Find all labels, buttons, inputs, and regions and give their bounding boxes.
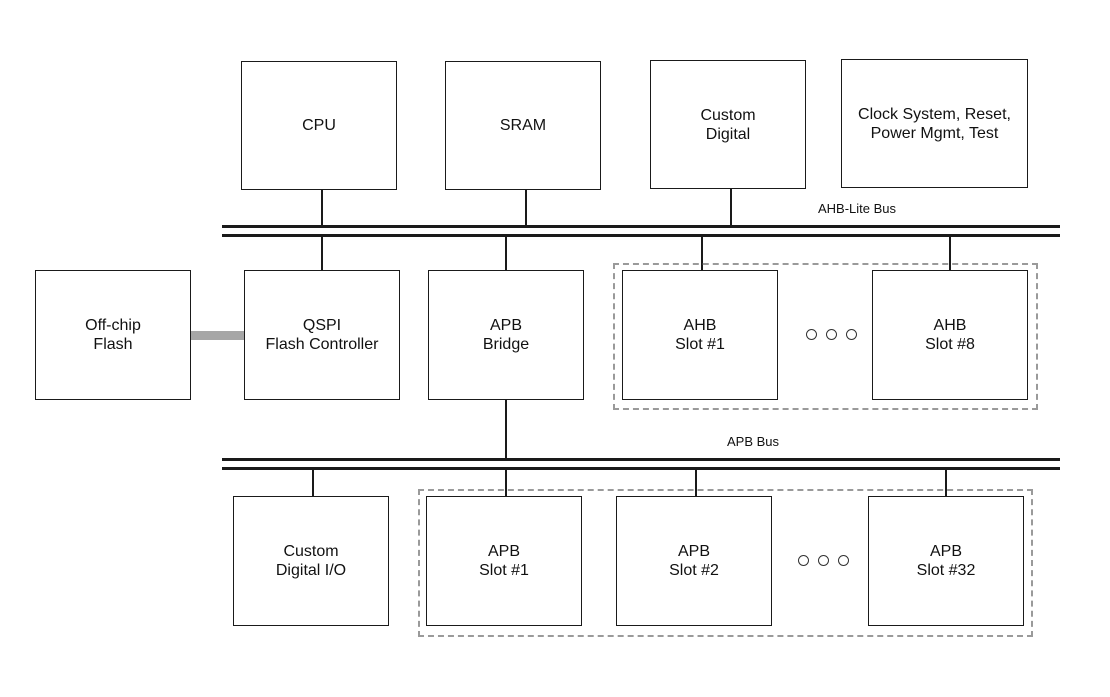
- apb-bridge-to-apb-line: [505, 400, 507, 459]
- cpu-label: CPU: [302, 117, 336, 134]
- sram-label: SRAM: [499, 117, 547, 134]
- ahb-slot-8-label: AHB Slot #8: [925, 317, 975, 353]
- apb-bus-line-upper: [222, 458, 1060, 461]
- apb-slots-ellipsis: [798, 555, 849, 566]
- cpu-block: CPU: [241, 61, 397, 190]
- apb-slot-1-label: APB Slot #1: [479, 543, 529, 579]
- custom-digital-io-label: Custom Digital I/O: [275, 543, 347, 579]
- ahb-bus-label: AHB-Lite Bus: [818, 201, 897, 216]
- qspi-label: QSPI Flash Controller: [265, 317, 379, 353]
- apb-to-custom-io-line: [312, 470, 314, 497]
- ahb-slot-8-block: AHB Slot #8: [872, 270, 1028, 400]
- ellipsis-dot: [838, 555, 849, 566]
- apb-bus-label: APB Bus: [727, 434, 780, 449]
- clock-system-block: Clock System, Reset, Power Mgmt, Test: [841, 59, 1028, 188]
- ahb-slots-ellipsis: [806, 329, 857, 340]
- flash-link: [191, 331, 244, 340]
- ahb-slot-1-block: AHB Slot #1: [622, 270, 778, 400]
- ellipsis-dot: [818, 555, 829, 566]
- apb-slots-group: [418, 489, 1033, 637]
- qspi-block: QSPI Flash Controller: [244, 270, 400, 400]
- offchip-flash-block: Off-chip Flash: [35, 270, 191, 400]
- ellipsis-dot: [846, 329, 857, 340]
- apb-bridge-block: APB Bridge: [428, 270, 584, 400]
- apb-slot-32-label: APB Slot #32: [916, 543, 976, 579]
- apb-to-slot1-line: [505, 470, 507, 497]
- apb-slot-2-block: APB Slot #2: [616, 496, 772, 626]
- apb-bus-line-lower: [222, 467, 1060, 470]
- ellipsis-dot: [806, 329, 817, 340]
- ellipsis-dot: [798, 555, 809, 566]
- clock-system-label: Clock System, Reset, Power Mgmt, Test: [858, 105, 1011, 142]
- apb-to-slot2-line: [695, 470, 697, 497]
- ahb-slots-group: [613, 263, 1038, 410]
- ellipsis-dot: [826, 329, 837, 340]
- custom-digital-block: Custom Digital: [650, 60, 806, 189]
- apb-to-slot32-line: [945, 470, 947, 497]
- offchip-flash-label: Off-chip Flash: [85, 317, 141, 353]
- ahb-bus-line-upper: [222, 225, 1060, 228]
- ahb-slot-1-label: AHB Slot #1: [675, 317, 725, 353]
- ahb-to-slot1-line: [701, 237, 703, 271]
- custom-digital-to-ahb-line: [730, 189, 732, 226]
- ahb-to-apb-bridge-line: [505, 237, 507, 271]
- apb-bridge-label: APB Bridge: [482, 317, 530, 353]
- ahb-to-qspi-line: [321, 237, 323, 271]
- custom-digital-io-block: Custom Digital I/O: [233, 496, 389, 626]
- ahb-bus-line-lower: [222, 234, 1060, 237]
- apb-slot-1-block: APB Slot #1: [426, 496, 582, 626]
- cpu-to-ahb-line: [321, 190, 323, 226]
- sram-block: SRAM: [445, 61, 601, 190]
- apb-slot-2-label: APB Slot #2: [669, 543, 719, 579]
- sram-to-ahb-line: [525, 190, 527, 226]
- apb-slot-32-block: APB Slot #32: [868, 496, 1024, 626]
- ahb-to-slot8-line: [949, 237, 951, 271]
- custom-digital-label: Custom Digital: [700, 106, 756, 143]
